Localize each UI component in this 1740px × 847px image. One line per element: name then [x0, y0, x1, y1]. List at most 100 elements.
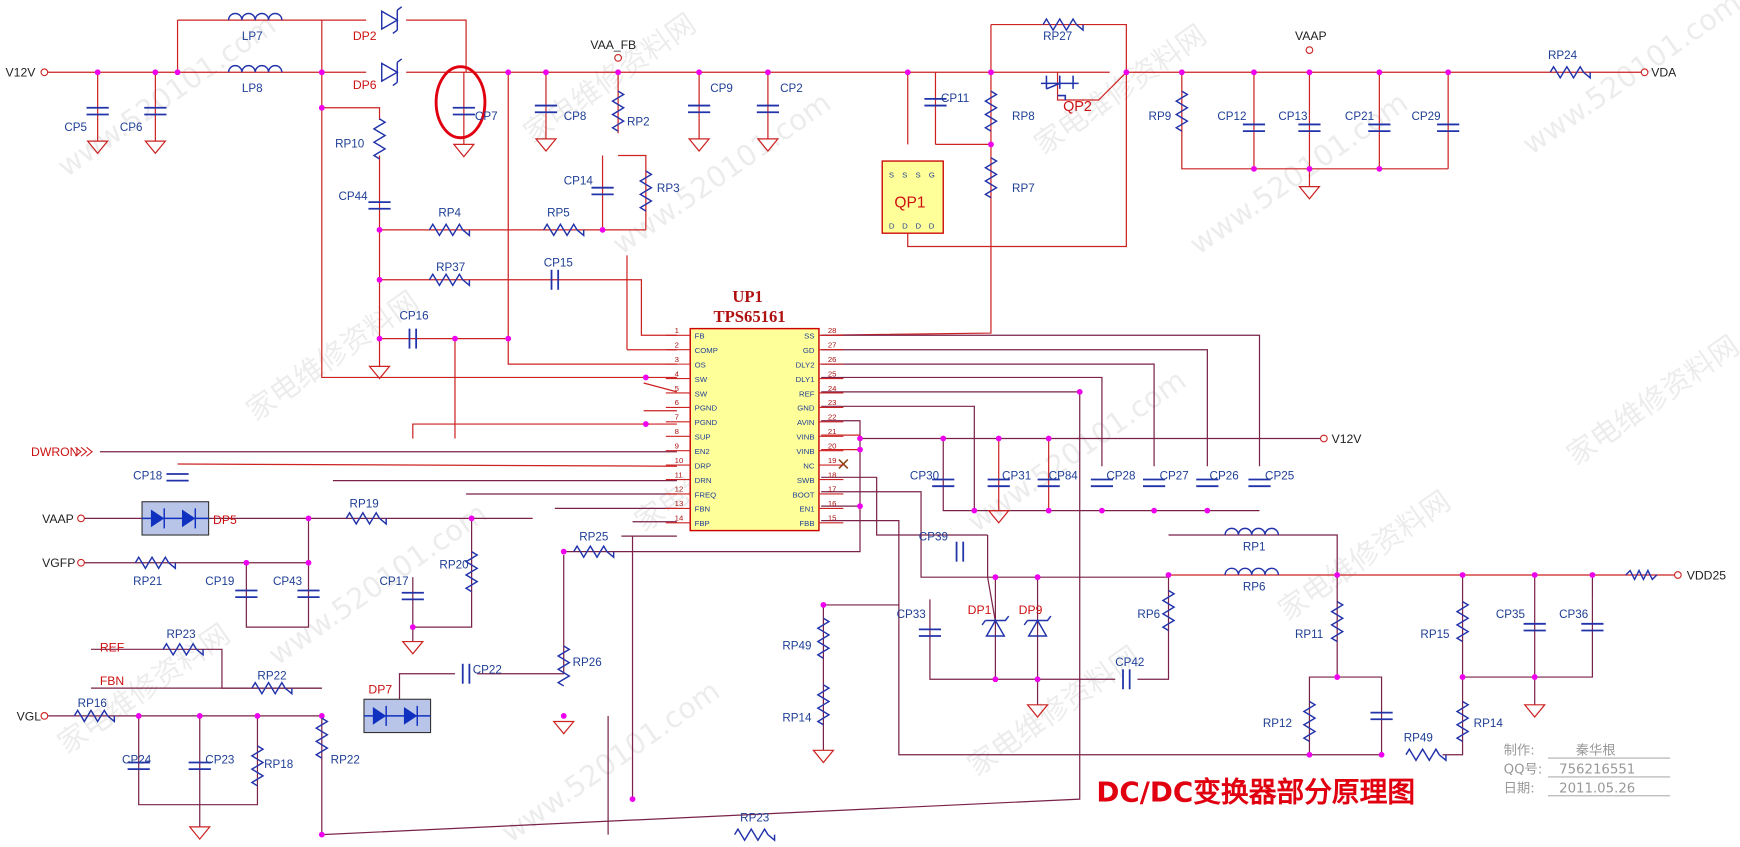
rp1-inductor — [1224, 527, 1280, 536]
ic-body — [689, 327, 820, 532]
ref-label-cp14: CP14 — [564, 174, 594, 187]
rp23a-resistor — [162, 642, 204, 657]
cp44-capacitor — [368, 201, 391, 210]
pin-number: 24 — [828, 384, 837, 393]
cp13-capacitor — [1298, 123, 1321, 132]
junction-dot — [376, 335, 383, 342]
ref-label-rp22b: RP22 — [331, 754, 360, 767]
ref-label-cp26: CP26 — [1210, 470, 1239, 483]
wire — [821, 24, 992, 336]
rp12-resistor — [1302, 700, 1317, 743]
pin-number: 9 — [675, 441, 679, 450]
pin-name: EN1 — [799, 505, 814, 514]
ground-icon — [144, 140, 167, 155]
no-connect-mark — [838, 459, 849, 469]
footer-maker-label: 制作: — [1504, 743, 1535, 759]
pin-name: DLY2 — [796, 360, 815, 369]
junction-dot — [971, 507, 978, 514]
cp36-capacitor — [1581, 622, 1604, 632]
label: DP9 — [1019, 603, 1043, 617]
net-label-vgfp: VGFP — [42, 556, 75, 570]
ref-label-rp22a: RP22 — [257, 669, 286, 682]
diagram-title: DC/DC变换器部分原理图 — [1096, 775, 1415, 808]
cp18-capacitor — [166, 473, 189, 482]
pin-number: 14 — [675, 514, 684, 523]
watermark-text: 家电维修资料网 — [240, 284, 425, 428]
ref-label-cp24: CP24 — [122, 754, 152, 767]
pin-name: AVIN — [797, 418, 815, 427]
port-connector — [77, 514, 85, 523]
pin-name: EN2 — [695, 447, 710, 456]
wire — [379, 279, 677, 336]
wires — [44, 19, 1676, 838]
rp9-resistor — [1174, 90, 1189, 132]
junction-dot — [1589, 572, 1596, 578]
junction-dot — [857, 503, 863, 510]
port-connector — [1673, 571, 1682, 579]
watermark-text: www.520101.com — [1516, 0, 1740, 161]
ref-label-rp23b: RP23 — [740, 811, 769, 824]
cp14-capacitor — [591, 186, 614, 196]
ref-label-cp21: CP21 — [1345, 110, 1374, 123]
junction-dot — [1251, 69, 1257, 76]
port-connector — [1640, 68, 1649, 77]
svg-text:D: D — [889, 222, 895, 231]
rp7-resistor — [984, 157, 998, 199]
wire — [1337, 676, 1383, 755]
rp49a-resistor — [1405, 747, 1447, 762]
junction-dot — [1531, 674, 1538, 680]
pin-number: 1 — [675, 326, 679, 335]
rp27-resistor — [1042, 17, 1084, 32]
pin-number: 13 — [675, 499, 684, 508]
ref-label-cp8: CP8 — [564, 110, 587, 123]
rp26-resistor — [556, 645, 571, 687]
rp21-resistor — [134, 555, 177, 570]
pin-name: OS — [695, 360, 706, 369]
ref-label-cp6: CP6 — [120, 121, 143, 134]
pin-name: FREQ — [695, 490, 717, 499]
pin-number: 16 — [828, 499, 837, 508]
ground-icon — [452, 143, 476, 158]
junction-dot — [857, 435, 863, 442]
ref-label-cp36: CP36 — [1559, 608, 1588, 621]
label: LP8 — [242, 82, 263, 95]
ground-icon — [1298, 185, 1321, 200]
cp11-capacitor — [924, 98, 947, 107]
junction-dot — [376, 276, 383, 283]
wire — [821, 363, 1155, 467]
ref-label-rp23a: RP23 — [166, 628, 195, 641]
wire — [507, 72, 677, 365]
junction-dot — [1306, 751, 1313, 758]
junction-dot — [174, 69, 181, 76]
junction-dot — [1076, 388, 1083, 395]
ref-label-rp37: RP37 — [436, 261, 465, 274]
junction-dot — [318, 69, 325, 76]
junction-dot — [642, 374, 649, 381]
ref-label-cp16: CP16 — [399, 310, 428, 323]
pin-number: 12 — [675, 485, 684, 494]
ref-label-cp13: CP13 — [1278, 110, 1307, 123]
cp15-capacitor — [550, 269, 560, 290]
junction-dot — [1445, 69, 1452, 76]
wire — [821, 405, 975, 511]
wire — [821, 476, 988, 536]
net-label-fbn: FBN — [100, 674, 124, 688]
wire — [907, 72, 1127, 248]
footer-date: 2011.05.26 — [1559, 781, 1635, 796]
rp6b-inductor — [1224, 567, 1280, 576]
net-label-ref: REF — [100, 641, 124, 655]
pin-name: DRP — [695, 461, 711, 470]
svg-text:D: D — [902, 222, 908, 231]
junction-dot — [940, 435, 947, 442]
ref-label-rp11: RP11 — [1295, 628, 1323, 641]
wire — [412, 423, 677, 439]
junction-dot — [305, 559, 312, 566]
junction-dot — [599, 226, 606, 233]
ref-label-cp17: CP17 — [380, 575, 409, 588]
junction-dot — [152, 69, 159, 76]
ground-icon — [1523, 704, 1546, 718]
ground-icon — [188, 826, 212, 841]
junction-dot — [1306, 165, 1313, 172]
ref-label-cp5: CP5 — [64, 121, 87, 134]
